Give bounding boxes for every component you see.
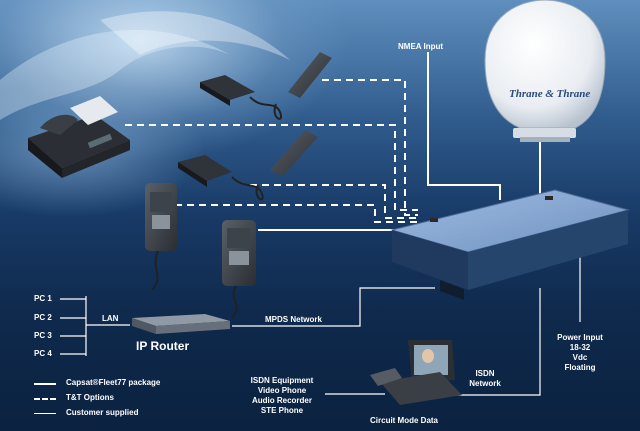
legend-swatch-solid xyxy=(34,383,56,385)
ip-router-label: IP Router xyxy=(136,339,190,353)
handset1-line xyxy=(322,79,418,216)
wave-foam xyxy=(100,11,290,60)
isdn-equipment-label: ISDN Equipment Video Phone Audio Recorde… xyxy=(250,376,314,415)
main-transceiver-unit xyxy=(390,189,630,300)
customer-lines xyxy=(60,250,581,396)
legend-item-options: T&T Options xyxy=(34,393,234,405)
fax-machine xyxy=(28,96,130,178)
antenna-brand-label: Thrane & Thrane xyxy=(509,88,591,100)
legend-item-customer: Customer supplied xyxy=(34,408,234,420)
handset2-line xyxy=(250,184,418,219)
handset-cradle-1 xyxy=(200,52,332,120)
lan-label: LAN xyxy=(102,314,119,323)
power-input-label: Power Input 18-32 Vdc Floating xyxy=(557,333,603,372)
pc3-label: PC 3 xyxy=(34,331,52,340)
legend-swatch-dashed xyxy=(34,398,56,400)
tt-options-lines xyxy=(125,79,418,223)
video-phone xyxy=(370,340,462,405)
isdn-network-label: ISDN Network xyxy=(469,369,501,388)
mpds-network-label: MPDS Network xyxy=(265,315,322,324)
legend-swatch-thin xyxy=(34,413,56,414)
ip-router-device xyxy=(132,314,230,334)
antenna-dome xyxy=(484,0,606,142)
nmea-input-label: NMEA Input xyxy=(398,42,444,51)
desk-phone-2 xyxy=(222,220,256,319)
isdn-line xyxy=(455,288,541,396)
pc1-label: PC 1 xyxy=(34,294,52,303)
pc4-label: PC 4 xyxy=(34,349,52,358)
circuit-mode-data-label: Circuit Mode Data xyxy=(370,416,439,425)
fax-line xyxy=(125,124,418,211)
mpds-line xyxy=(232,287,435,327)
wave-foam xyxy=(0,29,230,121)
nmea-line xyxy=(427,52,501,200)
desk-phone-1 xyxy=(145,183,177,291)
legend-item-package: Capsat®Fleet77 package xyxy=(34,378,234,390)
pc2-label: PC 2 xyxy=(34,313,52,322)
phone1-line xyxy=(175,204,418,223)
handset-cradle-2 xyxy=(178,130,318,201)
